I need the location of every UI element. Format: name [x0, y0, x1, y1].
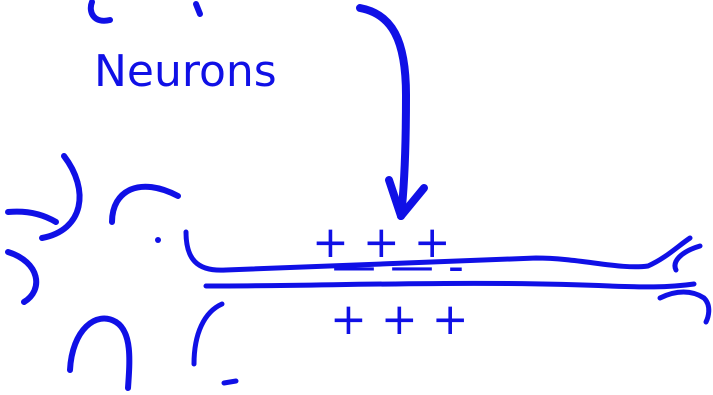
inner-negative-charges: — — -: [332, 241, 464, 292]
neuron-soma: [5, 153, 239, 391]
outer-positive-charges-top: + + +: [312, 217, 451, 268]
axon-lower-curve: [191, 301, 225, 367]
arrow-head-left: [385, 176, 405, 220]
cutoff-dot-stroke: [193, 1, 203, 17]
axon: [183, 229, 712, 367]
axon-top-membrane: [183, 229, 693, 273]
cutoff-handwriting: [87, 0, 203, 24]
axon-bottom-membrane: [203, 280, 697, 290]
axon-terminal-lower: [657, 289, 712, 325]
lower-stroke-mark: [221, 378, 239, 386]
axon-terminal-upper: [672, 243, 703, 273]
cutoff-letter-stroke: [87, 0, 113, 24]
outer-positive-charges-bottom: + + +: [330, 294, 469, 345]
dendrite-upper-left: [39, 153, 83, 241]
nucleus-dot: [155, 237, 161, 243]
arrow-head-right: [397, 184, 428, 220]
dendrite-lower: [67, 315, 133, 391]
dendrite-upper-middle: [109, 183, 181, 225]
dendrite-left-lower: [5, 249, 40, 305]
neurons-label: Neurons: [94, 46, 277, 97]
pointer-arrow: [356, 4, 428, 220]
dendrite-left: [5, 208, 59, 225]
arrow-shaft: [356, 4, 410, 220]
